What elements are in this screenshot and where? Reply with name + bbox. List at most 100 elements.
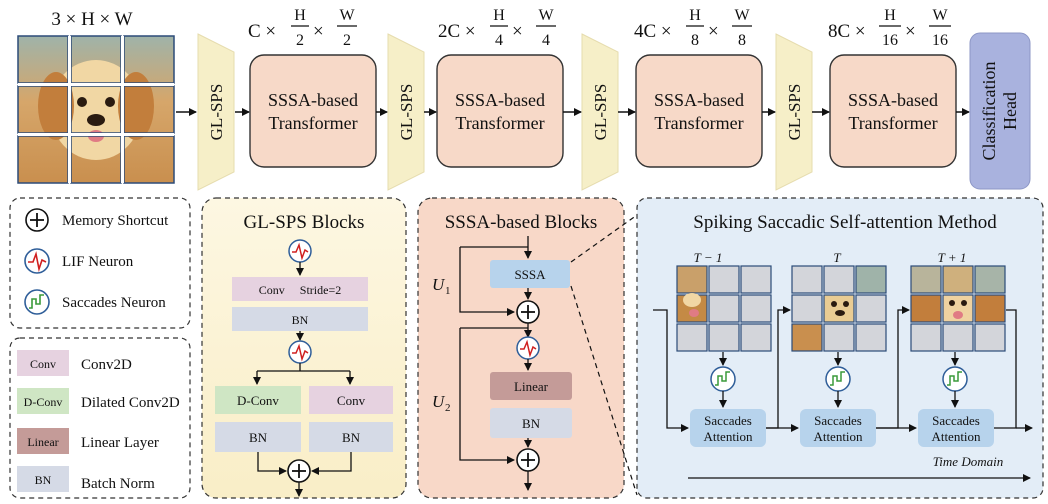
svg-text:Transformer: Transformer [654,113,743,133]
conv-layer [309,386,393,414]
add-icon [516,300,540,324]
gl-sps-title: GL-SPS Blocks [244,212,365,233]
legend-dconv-swatch [17,388,69,414]
gl-sps-stage-4: GL-SPS [775,33,813,191]
svg-text:Attention: Attention [931,429,981,444]
svg-text:2: 2 [445,402,451,414]
transformer-stage-4: SSSA-based Transformer [829,54,957,168]
lif-neuron-icon [288,340,312,364]
svg-text:Saccades: Saccades [704,413,752,428]
time-next: T + 1 [938,250,967,265]
saccades-neuron-icon [710,366,736,392]
input-image-group: 3 × H × W [17,9,175,184]
svg-text:GL-SPS: GL-SPS [785,84,804,141]
saccades-neuron-icon [825,366,851,392]
bn-layer [490,408,572,438]
lif-neuron-icon [288,239,312,263]
legend-saccades-neuron: Saccades Neuron [62,295,166,311]
svg-text:2: 2 [296,32,304,49]
svg-text:SSSA-based: SSSA-based [268,90,358,110]
dim-label-1: C × H 2 × W 2 [248,7,357,49]
svg-text:SSSA-based: SSSA-based [654,90,744,110]
svg-text:W: W [538,7,554,24]
svg-text:GL-SPS: GL-SPS [397,84,416,141]
svg-text:Linear: Linear [514,379,549,394]
svg-text:2: 2 [343,32,351,49]
svg-text:16: 16 [932,32,948,49]
legend-dilated-conv2d: Dilated Conv2D [81,395,180,411]
saccades-attention-1 [690,409,766,447]
transformer-stage-2: SSSA-based Transformer [436,54,564,168]
add-icon [516,448,540,472]
svg-text:W: W [339,7,355,24]
legend-neurons: Memory Shortcut LIF Neuron Saccades Neur… [9,197,191,329]
svg-text:GL-SPS: GL-SPS [591,84,610,141]
svg-text:Saccades: Saccades [814,413,862,428]
svg-text:BN: BN [35,473,52,487]
svg-text:SSSA: SSSA [514,267,546,282]
saccades-neuron-icon [24,289,50,315]
method-title: Spiking Saccadic Self-attention Method [693,212,997,233]
svg-text:2C ×: 2C × [438,21,476,42]
svg-text:×: × [512,21,523,42]
svg-text:D-Conv: D-Conv [237,393,279,408]
legend-batch-norm: Batch Norm [81,476,155,492]
legend-linear-swatch [17,428,69,454]
svg-text:SSSA-based: SSSA-based [848,90,938,110]
sssa-title: SSSA-based Blocks [445,212,598,233]
dim-label-2: 2C × H 4 × W 4 [438,7,556,49]
conv-stride-layer [232,277,368,301]
transformer-stage-3: SSSA-based Transformer [635,54,763,168]
svg-text:H: H [294,7,306,24]
svg-text:4C ×: 4C × [634,21,672,42]
lif-neuron-icon [24,248,50,274]
legend-linear-layer: Linear Layer [81,435,159,451]
svg-text:Classification: Classification [979,62,999,161]
svg-text:D-Conv: D-Conv [24,395,63,409]
svg-text:Transformer: Transformer [268,113,357,133]
dconv-layer [215,386,301,414]
svg-text:×: × [313,21,324,42]
gl-sps-blocks-panel: GL-SPS Blocks Conv Stride=2 BN D-Conv Co… [201,197,407,499]
svg-text:Conv Stride=2: Conv Stride=2 [259,283,341,297]
patch-grid-t-plus-1 [910,265,1006,352]
svg-text:Attention: Attention [813,429,863,444]
gl-sps-label: GL-SPS [207,84,226,141]
u2-label: U [432,392,446,411]
gl-sps-stage-1: GL-SPS [197,33,235,191]
transformer-stage-1: SSSA-based Transformer [249,54,377,168]
bn-layer-left [215,422,301,452]
svg-text:8C ×: 8C × [828,21,866,42]
u1-label: U [432,275,446,294]
svg-text:4: 4 [542,32,550,49]
dim-label-3: 4C × H 8 × W 8 [634,7,752,49]
memory-shortcut-icon [25,208,49,232]
svg-text:SSSA-based: SSSA-based [455,90,545,110]
svg-text:Attention: Attention [703,429,753,444]
svg-text:16: 16 [882,32,898,49]
sssa-module [490,260,570,288]
linear-layer [490,372,572,400]
svg-text:BN: BN [292,313,309,327]
svg-text:×: × [708,21,719,42]
input-dimension-label: 3 × H × W [51,9,132,30]
patch-grid-t [791,265,887,352]
bn-layer-right [309,422,393,452]
svg-text:Conv: Conv [30,357,56,371]
svg-text:Transformer: Transformer [455,113,544,133]
svg-text:8: 8 [738,32,746,49]
saccades-attention-2 [800,409,876,447]
svg-text:BN: BN [342,430,361,445]
legend-conv-swatch [17,350,69,376]
svg-text:BN: BN [249,430,268,445]
classification-head: Classification Head [969,32,1031,190]
svg-text:×: × [905,21,916,42]
svg-text:Transformer: Transformer [848,113,937,133]
svg-text:8: 8 [691,32,699,49]
svg-text:C ×: C × [248,21,276,42]
svg-text:4: 4 [495,32,503,49]
lif-neuron-icon [516,336,540,360]
time-domain-label: Time Domain [933,454,1003,469]
legend-lif-neuron: LIF Neuron [62,254,134,270]
